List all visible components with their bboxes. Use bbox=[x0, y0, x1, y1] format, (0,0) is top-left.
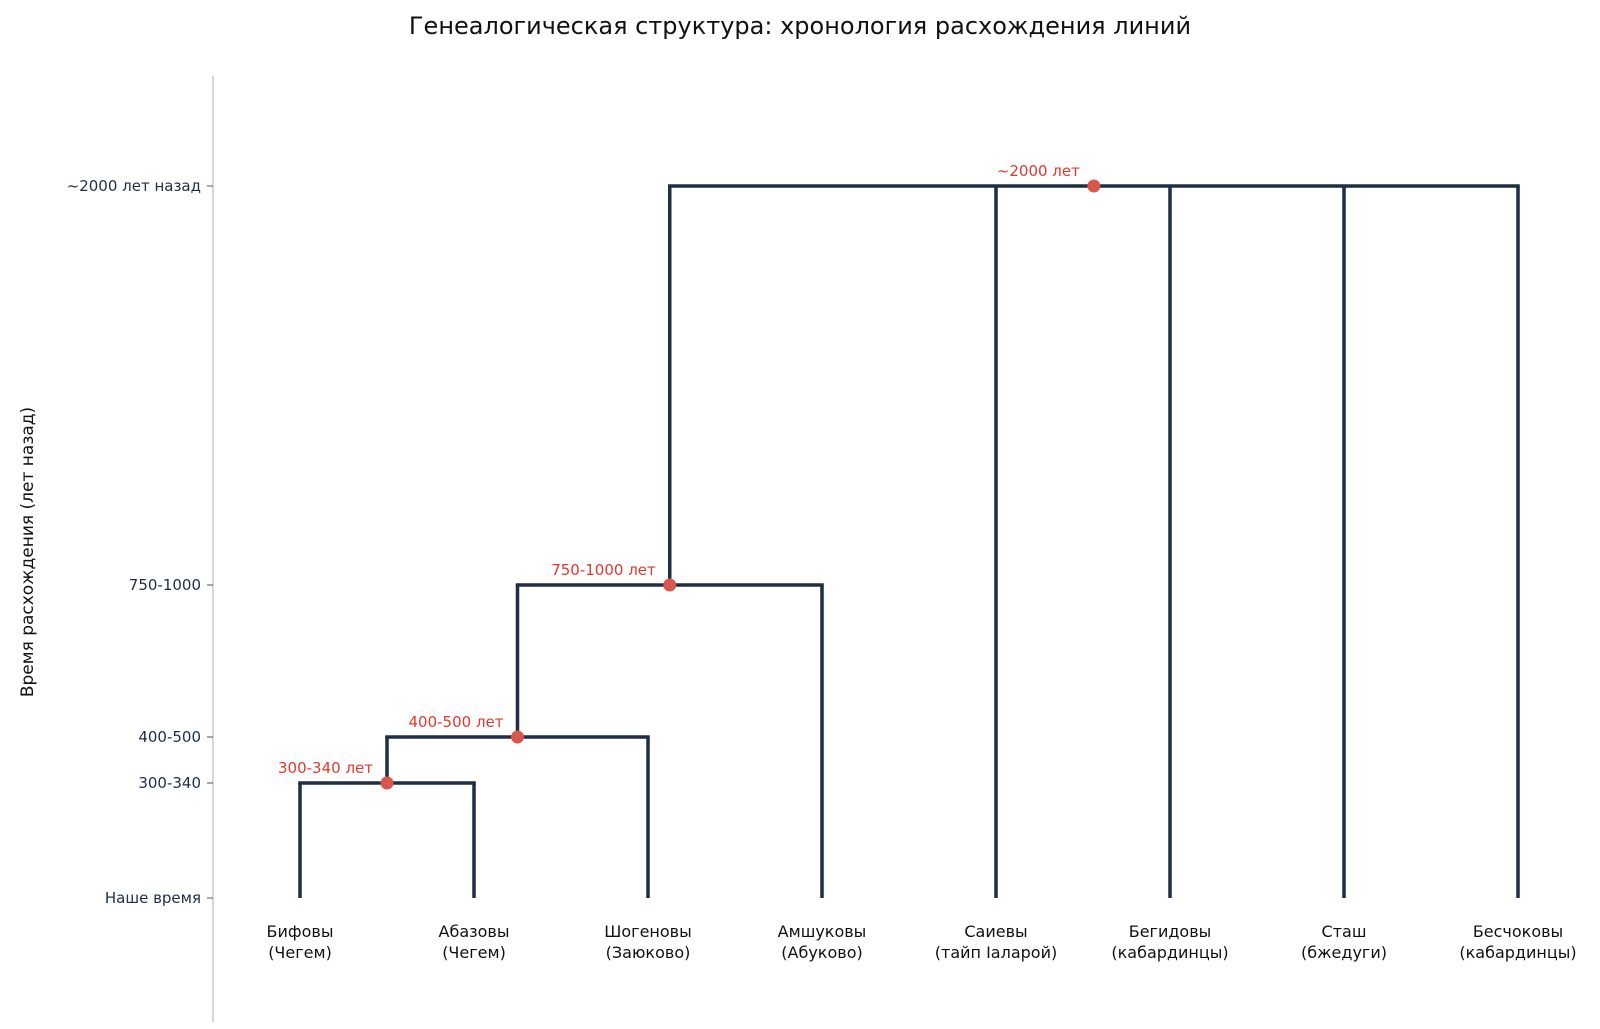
leaf-label-name: Шогеновы bbox=[604, 922, 691, 941]
y-tick-label: Наше время bbox=[105, 889, 201, 907]
y-tick-label: 750-1000 bbox=[129, 576, 201, 594]
leaf-label-name: Абазовы bbox=[439, 922, 510, 941]
y-axis: Наше время 300-340 400-500 750-1000 ~2000 ле… bbox=[18, 76, 214, 1022]
leaf-label-location: (тайп Iаларой) bbox=[935, 943, 1057, 962]
leaf-label-location: (Заюково) bbox=[606, 943, 691, 962]
leaf-label-name: Саиевы bbox=[964, 922, 1027, 941]
leaf-label-location: (бжедуги) bbox=[1301, 943, 1387, 962]
merge-node bbox=[663, 578, 677, 592]
leaf-label-location: (Чегем) bbox=[268, 943, 332, 962]
merge-node bbox=[1087, 179, 1101, 193]
y-tick-label: 400-500 bbox=[138, 728, 201, 746]
merge-node-label: 750-1000 лет bbox=[551, 561, 656, 579]
y-tick-label: ~2000 лет назад bbox=[67, 177, 201, 195]
leaf-label-name: Бесчоковы bbox=[1473, 922, 1563, 941]
y-tick-label: 300-340 bbox=[138, 774, 201, 792]
leaf-label-name: Бегидовы bbox=[1129, 922, 1212, 941]
merge-node-label: 400-500 лет bbox=[409, 713, 504, 731]
merge-node-label: 300-340 лет bbox=[278, 759, 373, 777]
leaf-label-location: (Чегем) bbox=[442, 943, 506, 962]
leaf-label-location: (кабардинцы) bbox=[1111, 943, 1228, 962]
merge-node-label: ~2000 лет bbox=[997, 162, 1080, 180]
chart-title: Генеалогическая структура: хронология ра… bbox=[408, 12, 1192, 40]
leaf-label-name: Бифовы bbox=[267, 922, 334, 941]
leaf-label-location: (кабардинцы) bbox=[1459, 943, 1576, 962]
merge-node bbox=[380, 776, 394, 790]
leaf-labels: Бифовы (Чегем) Абазовы (Чегем) Шогеновы (Заюк… bbox=[267, 922, 1577, 962]
leaf-label-name: Амшуковы bbox=[778, 922, 867, 941]
y-axis-title: Время расхождения (лет назад) bbox=[18, 407, 38, 697]
branches bbox=[298, 184, 1520, 898]
merge-nodes: 300-340 лет 400-500 лет 750-1000 лет ~2000 … bbox=[278, 162, 1101, 790]
leaf-label-name: Сташ bbox=[1322, 922, 1367, 941]
merge-node bbox=[511, 730, 524, 744]
leaf-label-location: (Абуково) bbox=[781, 943, 862, 962]
